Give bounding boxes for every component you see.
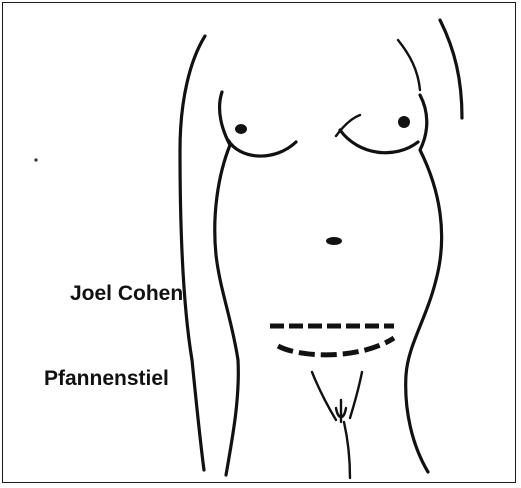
genital-outline bbox=[336, 400, 346, 422]
pfannenstiel-incision-line bbox=[278, 338, 394, 355]
right-thigh-crease bbox=[350, 372, 362, 418]
left-breast-outline bbox=[228, 140, 296, 156]
pfannenstiel-label: Pfannenstiel bbox=[44, 367, 169, 390]
right-breast-crease bbox=[336, 115, 360, 136]
left-arm-outline bbox=[180, 36, 205, 470]
speck-mark bbox=[34, 158, 37, 161]
navel bbox=[326, 237, 342, 245]
right-torso-outline bbox=[406, 95, 442, 472]
left-nipple bbox=[235, 124, 247, 134]
right-shoulder-outline bbox=[398, 40, 420, 90]
left-thigh-crease bbox=[312, 372, 336, 420]
right-nipple bbox=[398, 116, 410, 128]
joel-cohen-label: Joel Cohen bbox=[70, 282, 183, 305]
right-breast-outline bbox=[340, 130, 418, 153]
legs-inner-outline bbox=[344, 422, 350, 478]
right-arm-outline bbox=[440, 20, 462, 118]
